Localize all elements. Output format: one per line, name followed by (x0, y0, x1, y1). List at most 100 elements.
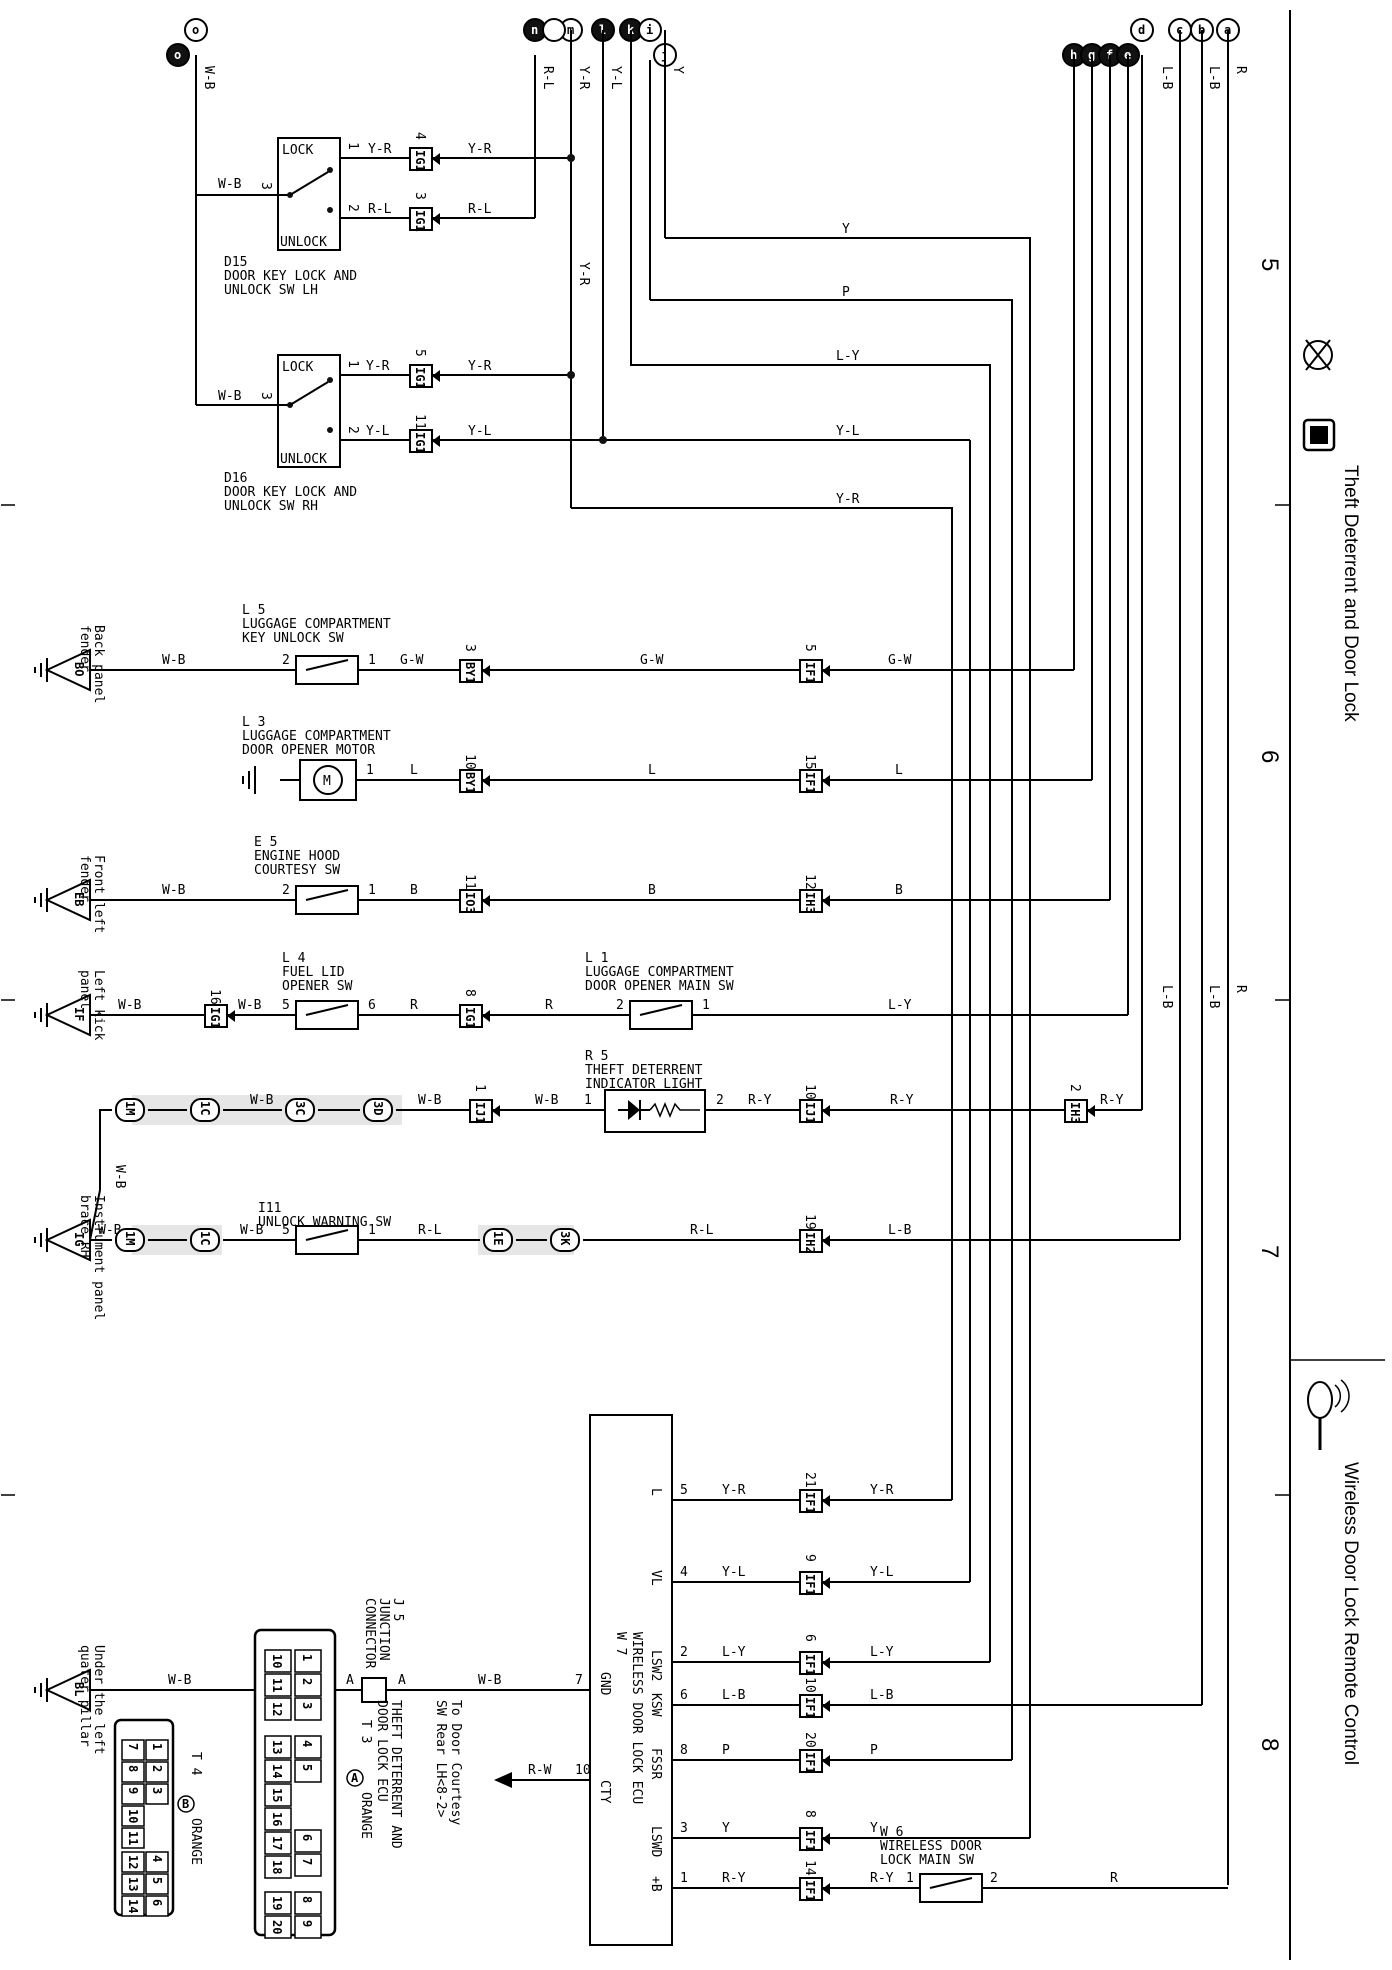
svg-text:13: 13 (270, 1740, 284, 1754)
svg-text:L-B: L-B (1159, 985, 1174, 1009)
svg-text:IG1: IG1 (413, 367, 427, 389)
svg-text:L 3: L 3 (242, 715, 265, 730)
terminal-label: d (1138, 23, 1145, 37)
svg-text:Y-R: Y-R (576, 262, 591, 286)
svg-text:EB: EB (72, 892, 86, 906)
svg-text:UNLOCK SW LH: UNLOCK SW LH (224, 283, 318, 298)
svg-text:L 4: L 4 (282, 951, 306, 966)
junction-1m: 1M (115, 1098, 145, 1122)
svg-text:12: 12 (270, 1702, 284, 1716)
svg-text:2: 2 (282, 653, 290, 668)
svg-text:Y-L: Y-L (836, 424, 860, 439)
svg-text:panel: panel (77, 970, 92, 1009)
svg-text:3D: 3D (371, 1101, 385, 1115)
svg-text:IG1: IG1 (413, 150, 427, 172)
svg-text:1C: 1C (198, 1231, 212, 1245)
svg-text:W-B: W-B (250, 1093, 274, 1108)
svg-text:BY1: BY1 (463, 662, 477, 684)
svg-text:L-B: L-B (870, 1688, 894, 1703)
svg-text:R-Y: R-Y (722, 1871, 746, 1886)
svg-text:L: L (648, 763, 656, 778)
svg-text:10: 10 (462, 754, 477, 770)
svg-text:5: 5 (680, 1483, 688, 1498)
svg-text:W-B: W-B (201, 66, 216, 90)
svg-text:LOCK: LOCK (282, 143, 313, 158)
junction-1c: 1C (190, 1228, 220, 1252)
svg-text:IO3: IO3 (463, 892, 477, 914)
svg-text:6: 6 (368, 998, 376, 1013)
svg-text:L-B: L-B (722, 1688, 746, 1703)
svg-text:3C: 3C (293, 1101, 307, 1115)
svg-text:ENGINE HOOD: ENGINE HOOD (254, 849, 340, 864)
svg-text:UNLOCK SW RH: UNLOCK SW RH (224, 499, 318, 514)
svg-text:Back panel: Back panel (91, 625, 106, 703)
svg-text:1: 1 (702, 998, 710, 1013)
svg-text:9: 9 (126, 1787, 140, 1794)
page-number-7: 7 (1256, 1245, 1283, 1258)
svg-text:9: 9 (300, 1920, 314, 1927)
svg-text:B: B (182, 1797, 189, 1811)
svg-text:W-B: W-B (218, 177, 242, 192)
svg-text:16: 16 (207, 989, 222, 1005)
svg-text:W 6: W 6 (880, 1825, 903, 1840)
svg-text:1: 1 (368, 883, 376, 898)
svg-text:1: 1 (368, 653, 376, 668)
svg-text:D15: D15 (224, 255, 247, 270)
svg-text:1: 1 (368, 1223, 376, 1238)
svg-text:L-B: L-B (1206, 66, 1221, 90)
svg-text:3: 3 (462, 644, 477, 652)
svg-text:7: 7 (575, 1673, 583, 1688)
svg-text:12: 12 (802, 874, 817, 890)
svg-text:WIRELESS DOOR: WIRELESS DOOR (880, 1839, 982, 1854)
svg-text:P: P (842, 285, 850, 300)
svg-text:L-Y: L-Y (722, 1645, 746, 1660)
svg-text:18: 18 (270, 1860, 284, 1874)
svg-text:B: B (410, 883, 418, 898)
svg-text:GND: GND (597, 1672, 612, 1696)
svg-text:DOOR LOCK ECU: DOOR LOCK ECU (374, 1700, 389, 1802)
svg-text:DOOR OPENER MAIN SW: DOOR OPENER MAIN SW (585, 979, 734, 994)
svg-text:3: 3 (300, 1702, 314, 1709)
svg-text:Y-R: Y-R (576, 66, 591, 90)
svg-text:UNLOCK WARNING SW: UNLOCK WARNING SW (258, 1215, 391, 1230)
svg-text:J 5: J 5 (390, 1598, 405, 1621)
svg-text:A: A (346, 1673, 354, 1688)
svg-text:5: 5 (300, 1764, 314, 1771)
svg-text:L 5: L 5 (242, 603, 265, 618)
svg-text:W-B: W-B (218, 389, 242, 404)
svg-text:G-W: G-W (888, 653, 912, 668)
page-number-5: 5 (1256, 258, 1283, 271)
svg-text:2: 2 (300, 1678, 314, 1685)
svg-text:DOOR KEY LOCK AND: DOOR KEY LOCK AND (224, 269, 357, 284)
svg-text:IF1: IF1 (803, 1697, 817, 1719)
svg-text:IF: IF (72, 1007, 86, 1021)
svg-text:o: o (174, 48, 181, 62)
svg-text:DOOR OPENER MOTOR: DOOR OPENER MOTOR (242, 743, 375, 758)
svg-text:W-B: W-B (98, 1223, 122, 1238)
svg-text:R-W: R-W (528, 1763, 552, 1778)
svg-text:14: 14 (126, 1899, 140, 1913)
svg-text:IF1: IF1 (803, 1654, 817, 1676)
svg-text:fender: fender (77, 625, 92, 672)
svg-text:3: 3 (412, 192, 427, 200)
svg-text:T 3: T 3 (358, 1720, 373, 1743)
svg-text:19: 19 (802, 1214, 817, 1230)
svg-text:IF1: IF1 (803, 772, 817, 794)
svg-text:10: 10 (802, 1677, 817, 1693)
svg-text:IG1: IG1 (463, 1007, 477, 1029)
svg-text:R: R (1233, 985, 1248, 993)
svg-text:KEY UNLOCK SW: KEY UNLOCK SW (242, 631, 344, 646)
svg-text:Y-L: Y-L (608, 66, 623, 90)
